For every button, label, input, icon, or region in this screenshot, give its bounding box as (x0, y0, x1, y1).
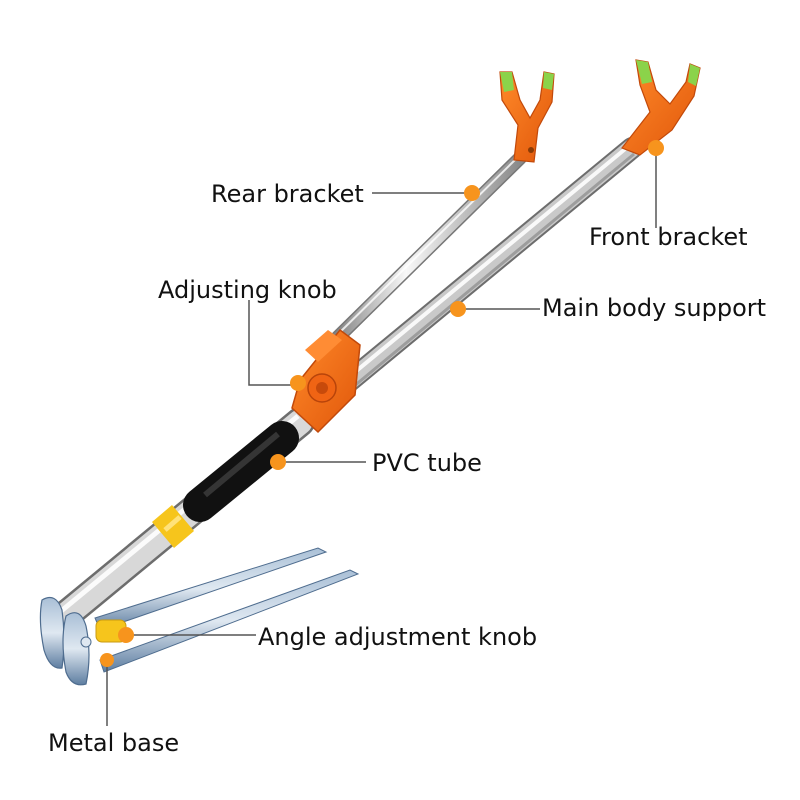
callout-dot (464, 185, 480, 201)
callout-dot (648, 140, 664, 156)
callout-dot (100, 653, 114, 667)
callout-metal-base (100, 653, 114, 726)
label-front-bracket: Front bracket (589, 223, 748, 251)
label-metal-base: Metal base (48, 729, 179, 757)
front-bracket-part (621, 59, 701, 156)
yellow-band (151, 505, 195, 548)
callout-dot (290, 375, 306, 391)
callout-dot (450, 301, 466, 317)
callout-angle-adjustment-knob (118, 627, 256, 643)
product-illustration (39, 59, 701, 686)
rear-bracket-part (499, 71, 555, 163)
callout-rear-bracket (372, 185, 480, 201)
label-angle-adjustment-knob: Angle adjustment knob (258, 623, 537, 651)
rear-rod (323, 151, 527, 352)
callout-adjusting-knob (248, 300, 306, 391)
callout-front-bracket (648, 140, 664, 228)
label-adjusting-knob: Adjusting knob (158, 276, 337, 304)
callout-pvc-tube (270, 454, 366, 470)
callout-dot (118, 627, 134, 643)
adjusting-knob-part (291, 328, 361, 434)
metal-base-part (39, 597, 127, 686)
label-pvc-tube: PVC tube (372, 449, 482, 477)
pvc-grip (183, 421, 299, 522)
label-rear-bracket: Rear bracket (211, 180, 364, 208)
label-main-body-support: Main body support (542, 294, 766, 322)
callout-dot (270, 454, 286, 470)
callout-main-body-support (450, 301, 540, 317)
